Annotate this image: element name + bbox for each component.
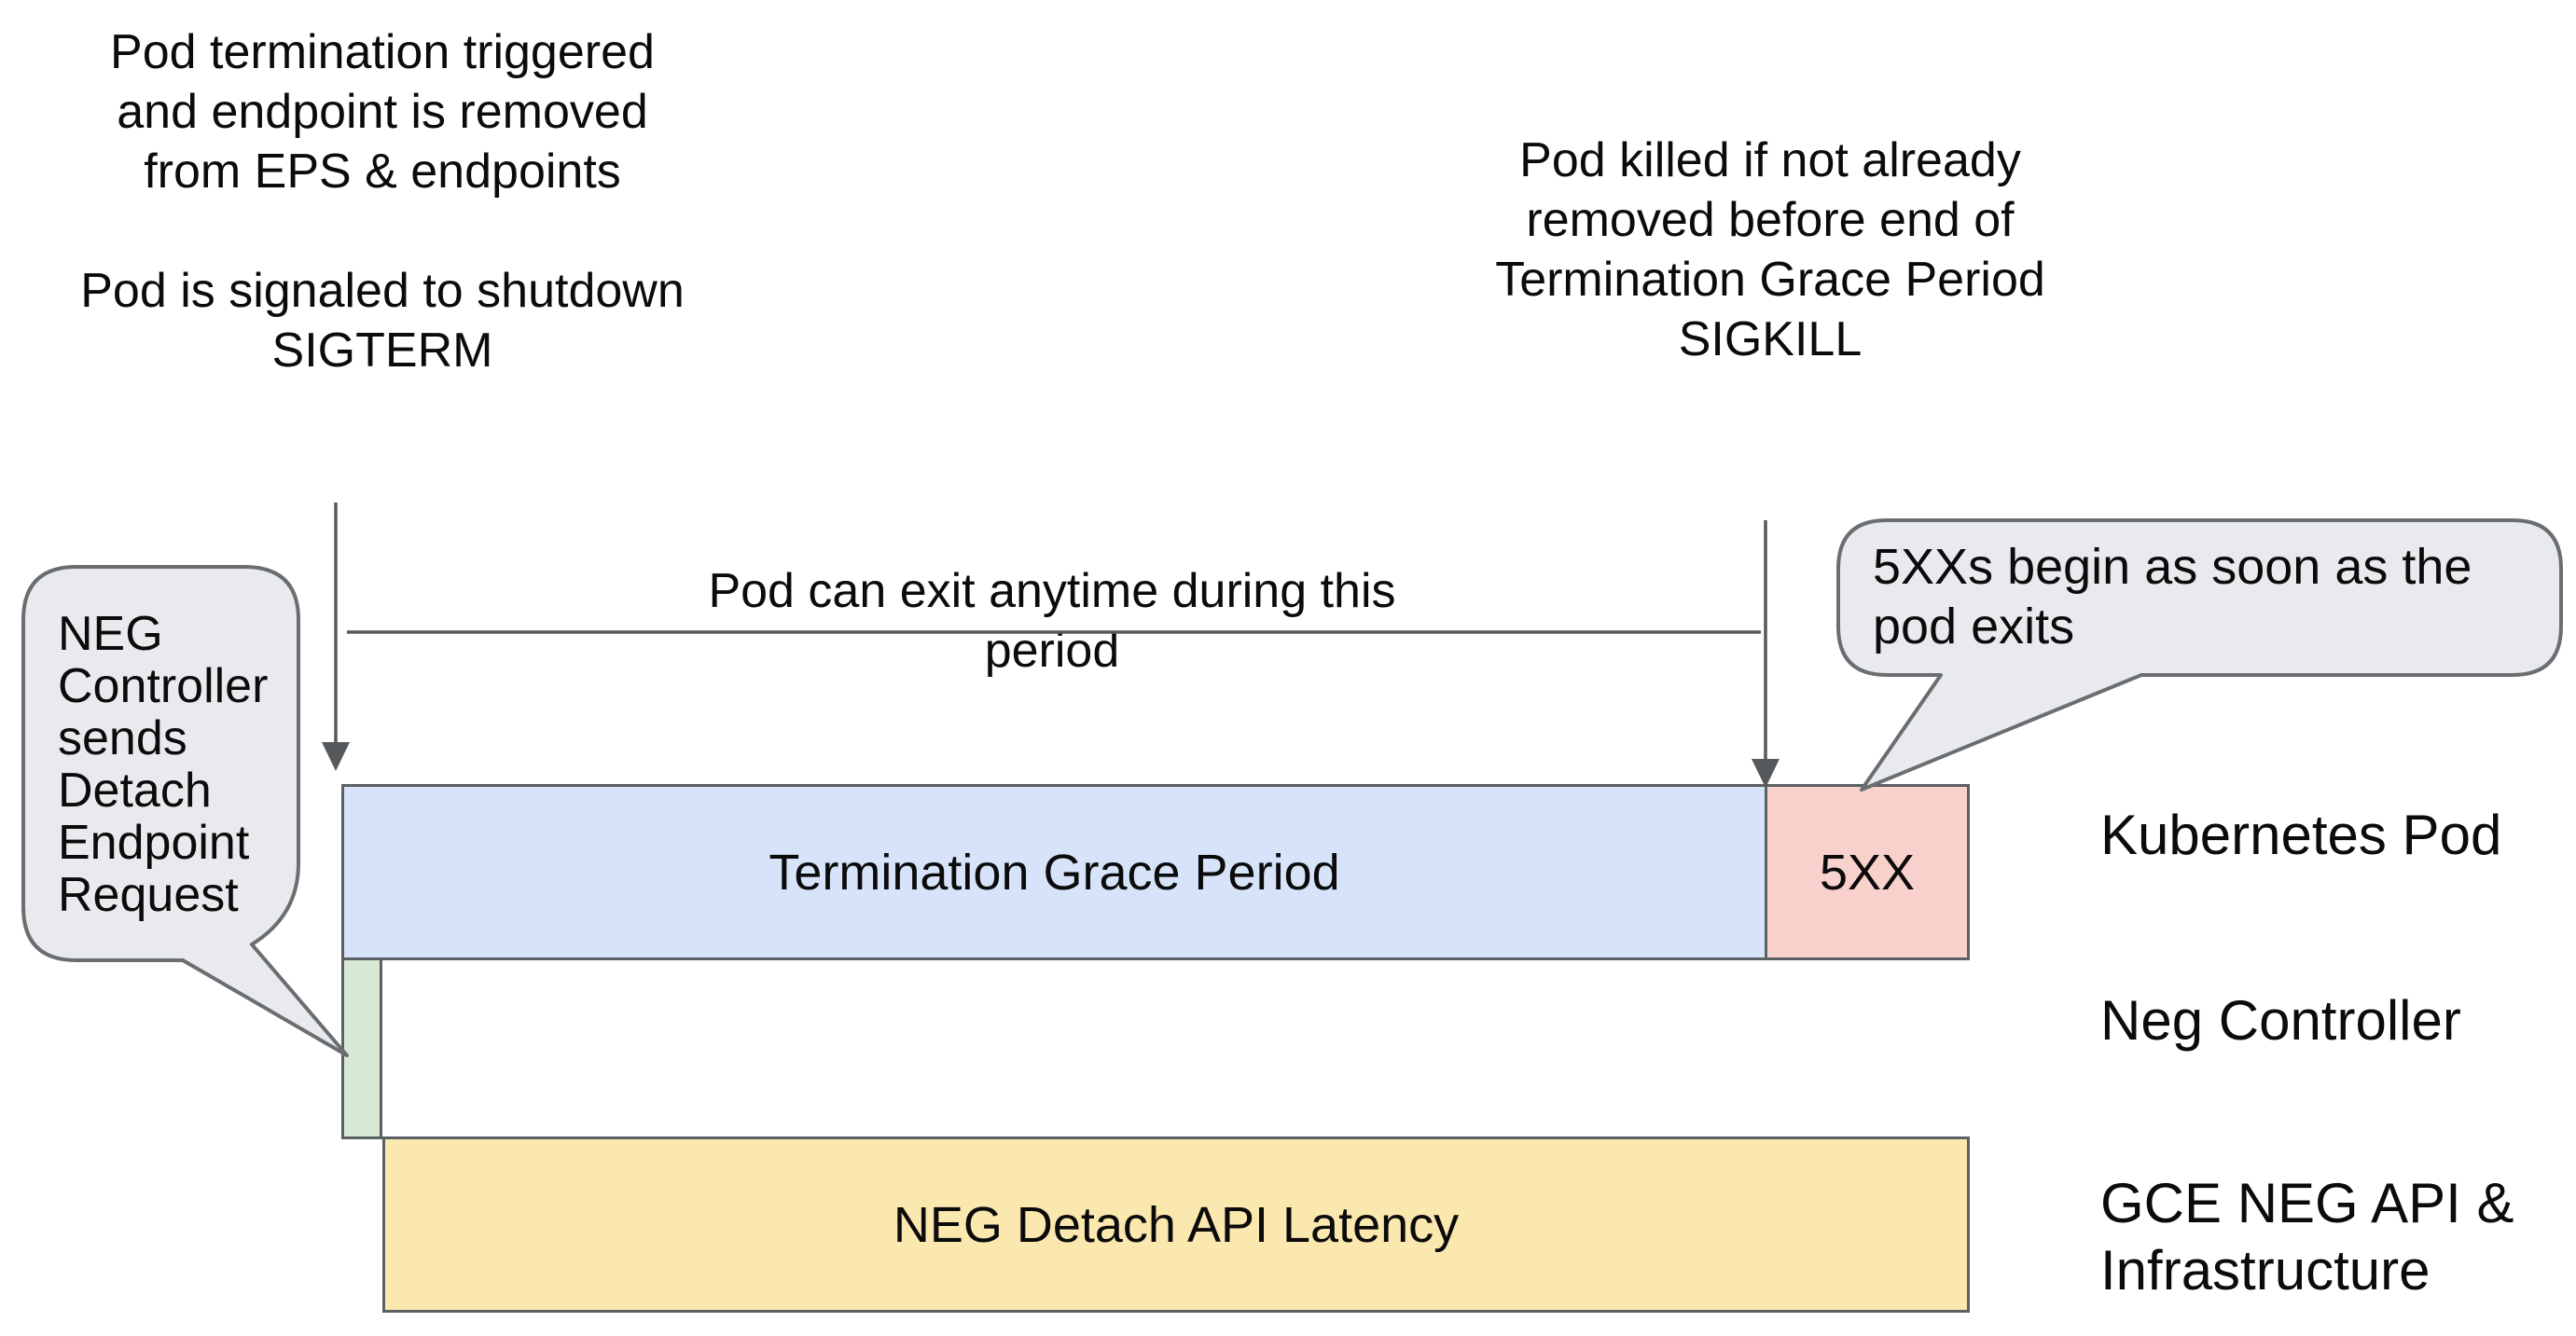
sigterm-down-arrow-icon [322, 503, 350, 771]
neg-detach-request-marker [341, 960, 382, 1139]
sigkill-down-arrow-icon [1752, 520, 1780, 788]
pod-can-exit-label: Pod can exit anytime during this period [708, 564, 1396, 678]
pod-termination-annotation: Pod termination triggered and endpoint i… [80, 25, 685, 378]
termination-grace-period-bar: Termination Grace Period [341, 784, 1767, 960]
neg-detach-api-latency-bar: NEG Detach API Latency [382, 1136, 1970, 1313]
right-speech-bubble-text: 5XXs begin as soon as the pod exits [1873, 539, 2472, 654]
termination-grace-period-label: Termination Grace Period [769, 844, 1340, 901]
row-label-gce-neg-api: GCE NEG API & Infrastructure [2100, 1172, 2514, 1302]
error-5xx-bar: 5XX [1767, 784, 1970, 960]
row-label-neg-controller: Neg Controller [2100, 989, 2461, 1052]
neg-detach-api-latency-label: NEG Detach API Latency [893, 1196, 1460, 1253]
left-speech-bubble-text: NEG Controller sends Detach Endpoint Req… [58, 607, 269, 922]
pod-killed-annotation: Pod killed if not already removed before… [1495, 133, 2045, 366]
row-label-kubernetes-pod: Kubernetes Pod [2100, 804, 2502, 866]
error-5xx-label: 5XX [1819, 844, 1916, 901]
